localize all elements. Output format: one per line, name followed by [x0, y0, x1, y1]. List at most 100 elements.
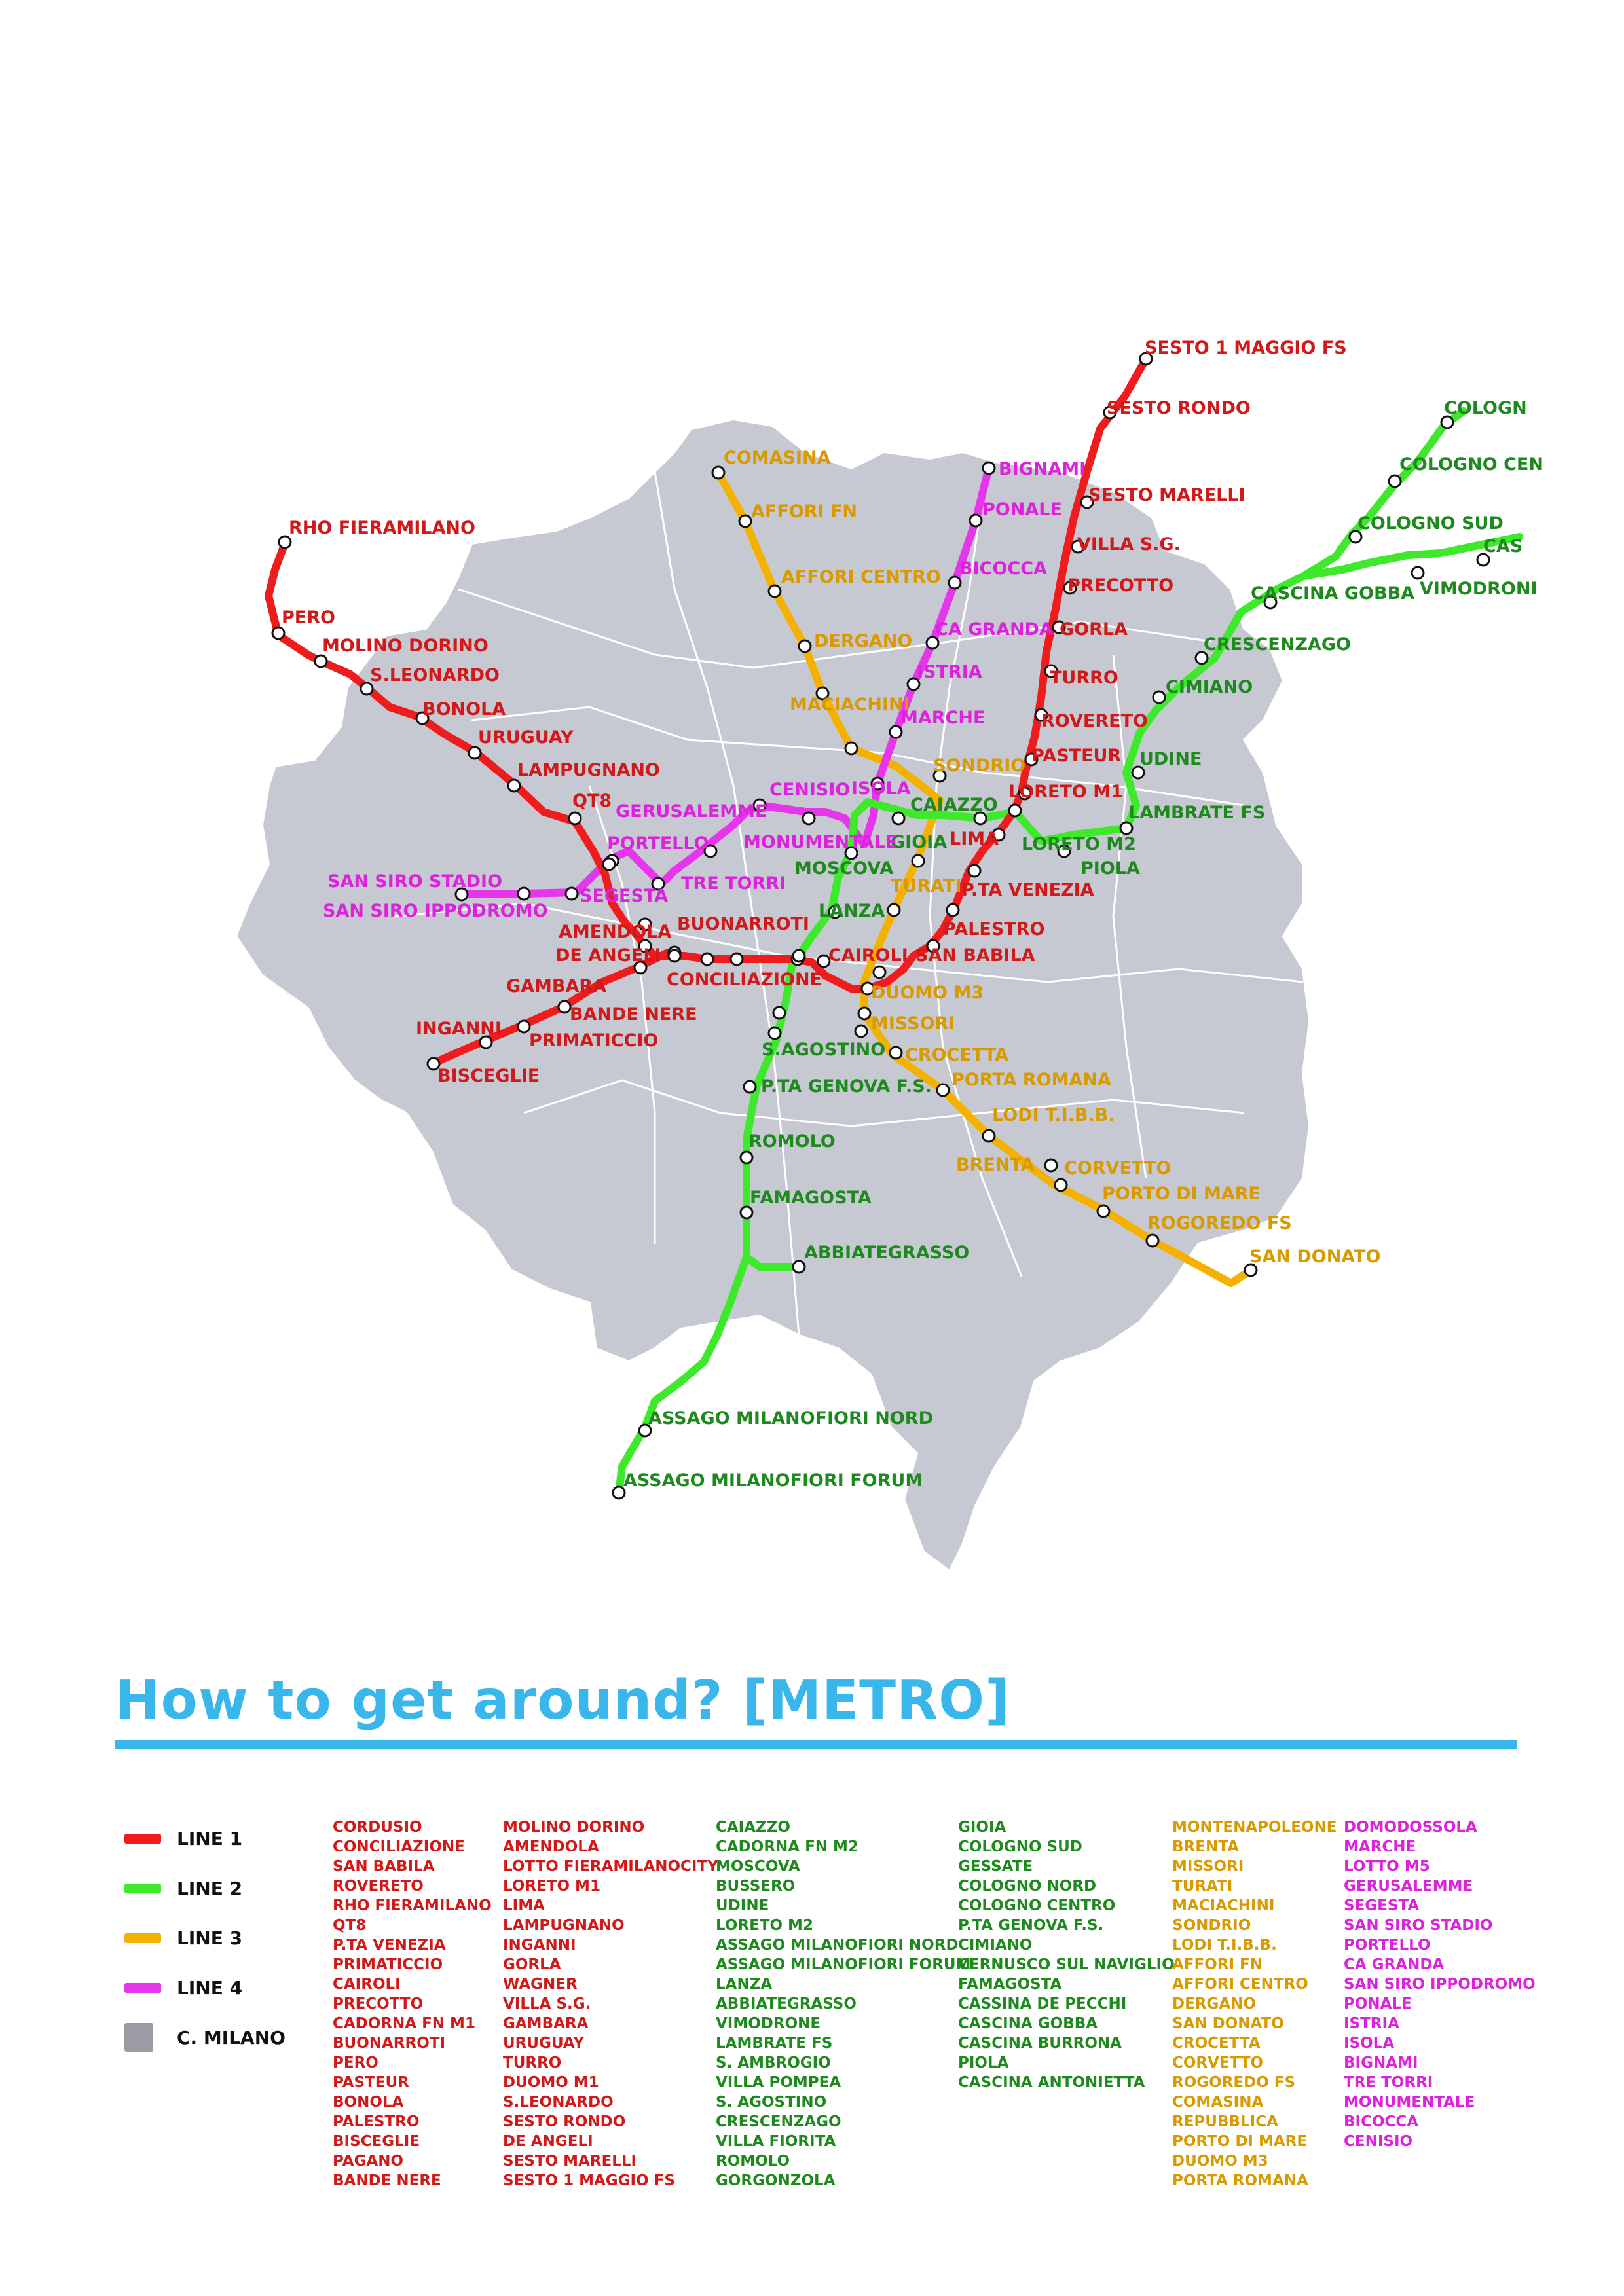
station-list-item: S. AGOSTINO	[716, 2094, 827, 2111]
station-list-item: ABBIATEGRASSO	[716, 1995, 857, 2013]
station-list-item: P.TA GENOVA F.S.	[958, 1917, 1104, 1934]
map-label: LAMBRATE FS	[1128, 803, 1265, 823]
station-list-item: BICOCCA	[1344, 2113, 1419, 2130]
line-1-swatch	[124, 1833, 161, 1844]
map-label: PIOLA	[1080, 858, 1140, 879]
map-label: GAMBARA	[506, 976, 606, 996]
station-list-item: CONCILIAZIONE	[333, 1838, 465, 1855]
map-label: ABBIATEGRASSO	[804, 1243, 969, 1263]
station-list-item: AMENDOLA	[503, 1838, 599, 1855]
station-list-item: RHO FIERAMILANO	[333, 1897, 492, 1914]
map-label: PERO	[282, 608, 335, 628]
station-list-item: BUONARROTI	[333, 2035, 446, 2052]
map-label: PORTELLO	[607, 833, 709, 854]
map-label: SAN DONATO	[1249, 1247, 1380, 1267]
map-label: SESTO 1 MAGGIO FS	[1145, 338, 1347, 358]
station-list-item: ROGOREDO FS	[1172, 2074, 1296, 2091]
station-list-item: VILLA POMPEA	[716, 2074, 841, 2091]
map-label: BRENTA	[956, 1155, 1035, 1175]
station-list-item: S. AMBROGIO	[716, 2054, 831, 2071]
map-label: FAMAGOSTA	[750, 1188, 872, 1208]
station-list-item: DERGANO	[1172, 1995, 1256, 2013]
map-label: S.LEONARDO	[370, 665, 500, 685]
station-list-item: LORETO M1	[503, 1878, 600, 1895]
legend-item-line3: LINE 3	[124, 1913, 286, 1963]
map-label: AMENDOLA	[559, 922, 671, 942]
station-list-item: SESTO 1 MAGGIO FS	[503, 2172, 675, 2189]
station-list-item: SAN SIRO STADIO	[1344, 1917, 1493, 1934]
station-list-item: PORTELLO	[1344, 1937, 1431, 1954]
station-list-item: WAGNER	[503, 1976, 578, 1993]
station-list-item: LAMPUGNANO	[503, 1917, 625, 1934]
station-list-item: PASTEUR	[333, 2074, 409, 2091]
station-list-item: BANDE NERE	[333, 2172, 441, 2189]
station-list-item: DUOMO M1	[503, 2074, 599, 2091]
station-list-item: CASCINA ANTONIETTA	[958, 2074, 1145, 2091]
map-label: LANZA	[819, 901, 885, 921]
map-label: GIOIA	[891, 832, 947, 852]
station-list-item: CA GRANDA	[1344, 1956, 1445, 1973]
map-label: PORTA ROMANA	[951, 1070, 1111, 1090]
station-list-item: DE ANGELI	[503, 2133, 593, 2150]
map-label: CASCINA GOBBA	[1251, 583, 1414, 604]
map-label: CENISIO	[769, 780, 850, 800]
station-list-item: MARCHE	[1344, 1838, 1416, 1855]
station-list-item: VILLA S.G.	[503, 1995, 591, 2013]
station-list-item: CRESCENZAGO	[716, 2113, 841, 2130]
map-label: PONALE	[982, 500, 1062, 520]
station-list-item: MOSCOVA	[716, 1858, 800, 1875]
map-label: BIGNAMI	[999, 459, 1086, 479]
station-list-item: PALESTRO	[333, 2113, 420, 2130]
station-list-item: PRECOTTO	[333, 1995, 424, 2013]
station-list-item: AFFORI FN	[1172, 1956, 1263, 1973]
legend-item-milano: C. MILANO	[124, 2013, 286, 2062]
page-title: How to get around? [METRO]	[115, 1669, 1010, 1732]
station-list-item: PORTO DI MARE	[1172, 2133, 1308, 2150]
station-list-item: MOLINO DORINO	[503, 1819, 645, 1836]
station-list-item: CASSINA DE PECCHI	[958, 1995, 1127, 2013]
station-list-item: GORLA	[503, 1956, 561, 1973]
metro-map: SESTO 1 MAGGIO FS SESTO RONDO SESTO MARE…	[236, 338, 1543, 1571]
map-label: TURRO	[1050, 668, 1118, 688]
line-2-route	[615, 533, 1523, 1497]
map-label: ROGOREDO FS	[1147, 1213, 1292, 1233]
square-icon	[124, 2023, 153, 2052]
station-list-item: VIMODRONE	[716, 2015, 821, 2032]
station-list-item: COLOGNO NORD	[958, 1878, 1097, 1895]
legend-label: C. MILANO	[177, 2026, 286, 2049]
map-label: AFFORI FN	[751, 501, 857, 522]
map-label: ISOLA	[851, 778, 911, 799]
station-list-item: SAN DONATO	[1172, 2015, 1284, 2032]
station-list-item: ROMOLO	[716, 2153, 790, 2170]
map-label: QT8	[572, 791, 612, 811]
station-list-item: ASSAGO MILANOFIORI NORD	[716, 1937, 959, 1954]
map-label: BICOCCA	[959, 558, 1047, 579]
station-list-item: UDINE	[716, 1897, 769, 1914]
station-list-item: INGANNI	[503, 1937, 576, 1954]
station-list-item: COMASINA	[1172, 2094, 1264, 2111]
station-list-item: PAGANO	[333, 2153, 404, 2170]
line-2-labels: COLOGN COLOGNO CEN COLOGNO SUD CAS VIMOD…	[623, 398, 1543, 1491]
map-label: VILLA S.G.	[1077, 534, 1181, 555]
station-list-item: MACIACHINI	[1172, 1897, 1275, 1914]
station-list-item: SONDRIO	[1172, 1917, 1251, 1934]
map-label: COLOGNO CEN	[1399, 454, 1543, 475]
station-list-item: CASCINA GOBBA	[958, 2015, 1098, 2032]
map-label: GERUSALEMME	[616, 801, 767, 822]
map-label: ASSAGO MILANOFIORI NORD	[648, 1408, 933, 1429]
station-list-item: MONTENAPOLEONE	[1172, 1819, 1337, 1836]
title-divider	[115, 1740, 1517, 1749]
map-label: LAMPUGNANO	[517, 760, 660, 780]
station-list-item: CROCETTA	[1172, 2035, 1261, 2052]
map-label: MACIACHINI	[790, 695, 910, 715]
station-list-item: TRE TORRI	[1344, 2074, 1433, 2091]
station-list-item: GORGONZOLA	[716, 2172, 836, 2189]
station-list-item: CORDUSIO	[333, 1819, 422, 1836]
map-label: LODI T.I.B.B.	[992, 1105, 1115, 1125]
line-2-branch-cologno	[1299, 407, 1467, 580]
station-list-item: CENISIO	[1344, 2133, 1413, 2150]
station-list-item: SESTO MARELLI	[503, 2153, 637, 2170]
